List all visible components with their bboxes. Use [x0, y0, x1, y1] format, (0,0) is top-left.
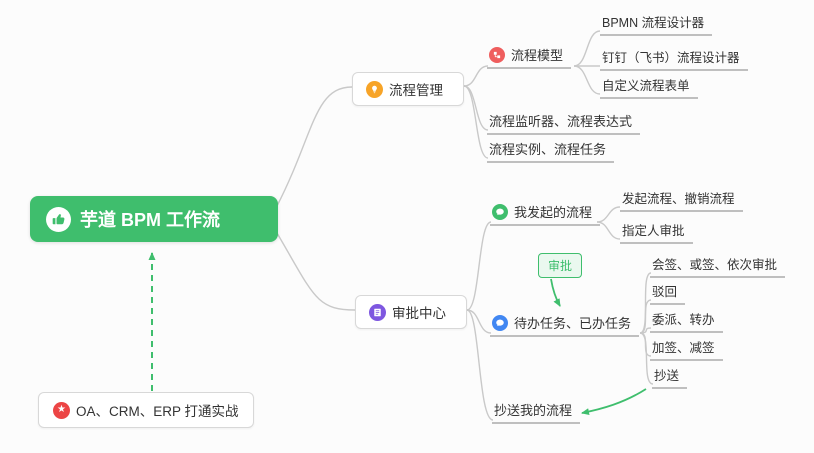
node-label: 审批中心 — [392, 306, 446, 321]
node-add-remove-sign[interactable]: 加签、减签 — [650, 337, 723, 361]
node-label: 待办任务、已办任务 — [514, 316, 632, 331]
approval-callout-arrow — [550, 278, 561, 307]
model-icon — [489, 46, 505, 63]
node-delegate-transfer[interactable]: 委派、转办 — [650, 309, 723, 333]
chat-bubble-icon — [492, 203, 508, 220]
node-process-instance[interactable]: 流程实例、流程任务 — [487, 139, 615, 163]
star-icon: ★ — [53, 401, 70, 419]
node-label: 流程实例、流程任务 — [489, 142, 607, 157]
node-label: 我发起的流程 — [514, 205, 593, 220]
root-label: 芋道 BPM 工作流 — [80, 210, 221, 230]
thumbs-up-icon — [46, 206, 71, 232]
branch-connectors — [276, 30, 654, 421]
node-label: 流程管理 — [389, 83, 443, 98]
node-label: BPMN 流程设计器 — [602, 16, 705, 30]
node-todo-done-tasks[interactable]: 待办任务、已办任务 — [490, 313, 640, 337]
node-label: 会签、或签、依次审批 — [652, 258, 778, 272]
floating-note-oa-crm-erp[interactable]: ★ OA、CRM、ERP 打通实战 — [38, 392, 254, 428]
root-node[interactable]: 芋道 BPM 工作流 — [30, 196, 278, 242]
node-cc[interactable]: 抄送 — [652, 365, 688, 389]
node-label: 抄送 — [654, 369, 680, 383]
node-process-listener[interactable]: 流程监听器、流程表达式 — [487, 111, 641, 135]
node-label: 自定义流程表单 — [602, 79, 690, 93]
node-initiate-cancel[interactable]: 发起流程、撤销流程 — [620, 188, 743, 212]
node-reject[interactable]: 驳回 — [650, 281, 686, 305]
node-label: 发起流程、撤销流程 — [622, 192, 735, 206]
node-label: 委派、转办 — [652, 313, 715, 327]
lightbulb-icon — [366, 80, 383, 98]
node-label: 驳回 — [652, 285, 678, 299]
node-label: 加签、减签 — [652, 341, 715, 355]
node-label: 流程模型 — [511, 48, 564, 63]
chat-bubble-icon — [492, 314, 508, 331]
node-bpmn-designer[interactable]: BPMN 流程设计器 — [600, 12, 713, 36]
node-label: 抄送我的流程 — [494, 403, 573, 418]
approval-callout[interactable]: 审批 — [538, 253, 583, 278]
node-label: 钉钉（飞书）流程设计器 — [602, 51, 740, 65]
audit-icon — [369, 303, 386, 321]
node-dingtalk-designer[interactable]: 钉钉（飞书）流程设计器 — [600, 47, 748, 71]
node-assignee-approval[interactable]: 指定人审批 — [620, 220, 693, 244]
node-label: 指定人审批 — [622, 224, 685, 238]
node-process-management[interactable]: 流程管理 — [352, 72, 464, 106]
node-label: 流程监听器、流程表达式 — [489, 114, 633, 129]
callout-label: 审批 — [548, 259, 573, 273]
node-process-model[interactable]: 流程模型 — [487, 45, 572, 69]
node-label: OA、CRM、ERP 打通实战 — [76, 404, 239, 419]
node-approval-center[interactable]: 审批中心 — [355, 295, 467, 329]
node-countersign[interactable]: 会签、或签、依次审批 — [650, 254, 786, 278]
node-custom-form[interactable]: 自定义流程表单 — [600, 75, 698, 99]
cc-relation-arrow — [581, 388, 647, 416]
node-my-initiated[interactable]: 我发起的流程 — [490, 202, 601, 226]
node-cc-my-process[interactable]: 抄送我的流程 — [492, 400, 581, 424]
